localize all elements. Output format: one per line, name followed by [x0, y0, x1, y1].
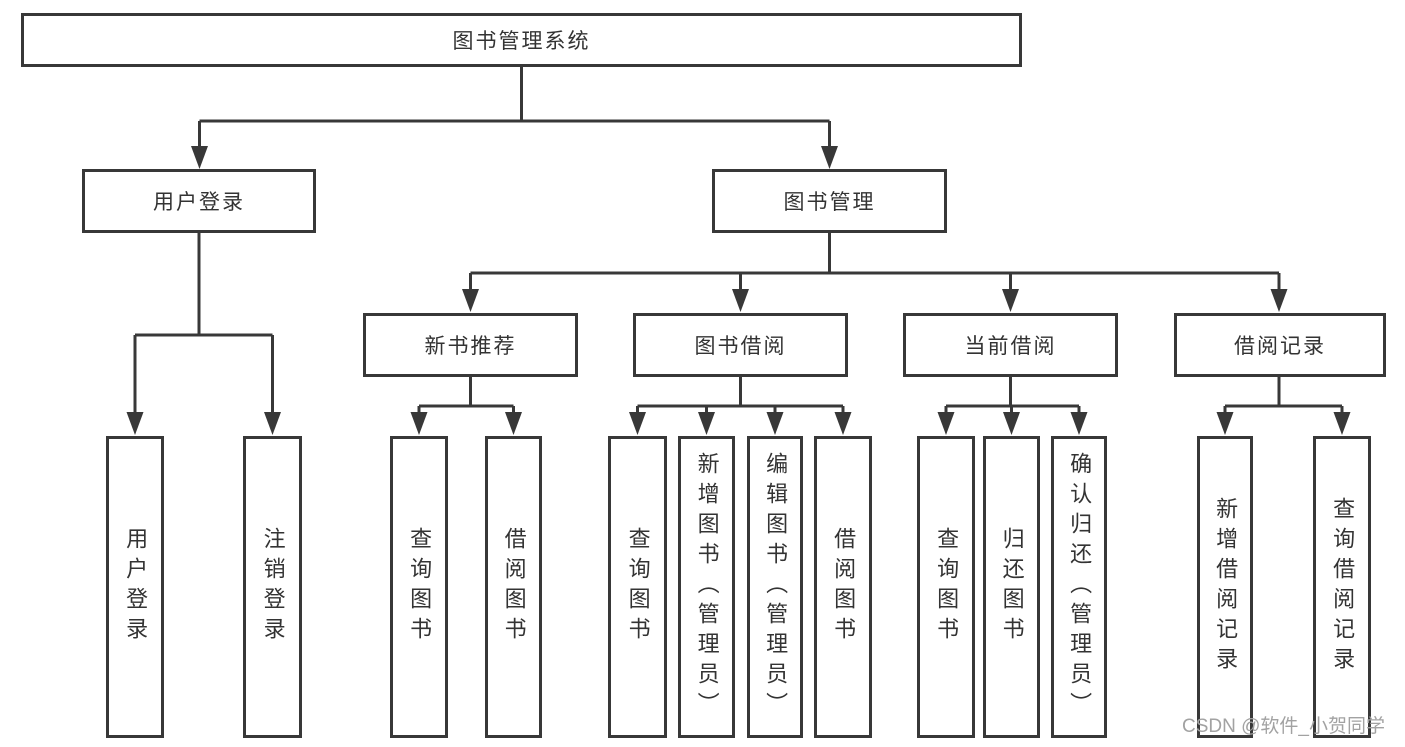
node-borrow-records: 借阅记录: [1174, 313, 1386, 377]
leaf-borrow-query-book: 查询图书: [608, 436, 667, 738]
csdn-watermark: CSDN @软件_小贺同学: [1182, 716, 1385, 737]
leaf-records-add-record-label: 新增借阅记录: [1213, 497, 1239, 677]
connector-current-borrow: [944, 377, 1081, 418]
leaf-recommend-borrow-book: 借阅图书: [485, 436, 542, 738]
node-book-borrow: 图书借阅: [633, 313, 848, 377]
leaf-borrow-add-book-label: 新增图书（管理员）: [694, 452, 720, 722]
node-new-book-recommend: 新书推荐: [363, 313, 578, 377]
node-book-management-label: 图书管理: [783, 191, 876, 214]
connector-new-book-recommend: [417, 377, 515, 418]
leaf-records-add-record: 新增借阅记录: [1197, 436, 1253, 738]
leaf-current-return-book: 归还图书: [983, 436, 1040, 738]
node-library-system: 图书管理系统: [21, 13, 1022, 67]
node-current-borrow-label: 当前借阅: [964, 335, 1057, 358]
connector-root: [198, 67, 831, 150]
leaf-logout-label: 注销登录: [260, 527, 286, 647]
connector-book-borrow: [636, 377, 845, 418]
node-new-book-recommend-label: 新书推荐: [424, 335, 517, 358]
leaf-recommend-query-book: 查询图书: [390, 436, 448, 738]
leaf-current-confirm-return: 确认归还（管理员）: [1051, 436, 1107, 738]
node-library-system-label: 图书管理系统: [452, 30, 591, 53]
connector-book-management: [469, 233, 1281, 294]
node-user-login-label: 用户登录: [153, 191, 245, 214]
leaf-records-query-record-label: 查询借阅记录: [1330, 497, 1356, 677]
leaf-borrow-edit-book-label: 编辑图书（管理员）: [763, 452, 789, 722]
leaf-current-confirm-return-label: 确认归还（管理员）: [1067, 452, 1093, 722]
leaf-borrow-edit-book: 编辑图书（管理员）: [747, 436, 803, 738]
leaf-current-query-book: 查询图书: [917, 436, 975, 738]
connector-borrow-records: [1223, 377, 1344, 418]
leaf-records-query-record: 查询借阅记录: [1313, 436, 1371, 738]
leaf-user-login: 用户登录: [106, 436, 164, 738]
leaf-borrow-add-book: 新增图书（管理员）: [678, 436, 735, 738]
leaf-recommend-query-book-label: 查询图书: [407, 527, 433, 647]
leaf-recommend-borrow-book-label: 借阅图书: [501, 527, 527, 647]
leaf-current-return-book-label: 归还图书: [999, 527, 1025, 647]
leaf-borrow-query-book-label: 查询图书: [625, 527, 651, 647]
node-current-borrow: 当前借阅: [903, 313, 1118, 377]
node-borrow-records-label: 借阅记录: [1234, 335, 1326, 358]
leaf-current-query-book-label: 查询图书: [934, 527, 960, 647]
connector-user-login: [133, 233, 274, 418]
node-book-management: 图书管理: [712, 169, 947, 233]
node-user-login: 用户登录: [82, 169, 316, 233]
leaf-borrow-borrow-book-label: 借阅图书: [831, 527, 857, 647]
node-book-borrow-label: 图书借阅: [694, 335, 787, 358]
leaf-user-login-label: 用户登录: [123, 527, 149, 647]
leaf-borrow-borrow-book: 借阅图书: [814, 436, 872, 738]
arrowheads: [126, 146, 1351, 435]
leaf-logout: 注销登录: [243, 436, 302, 738]
